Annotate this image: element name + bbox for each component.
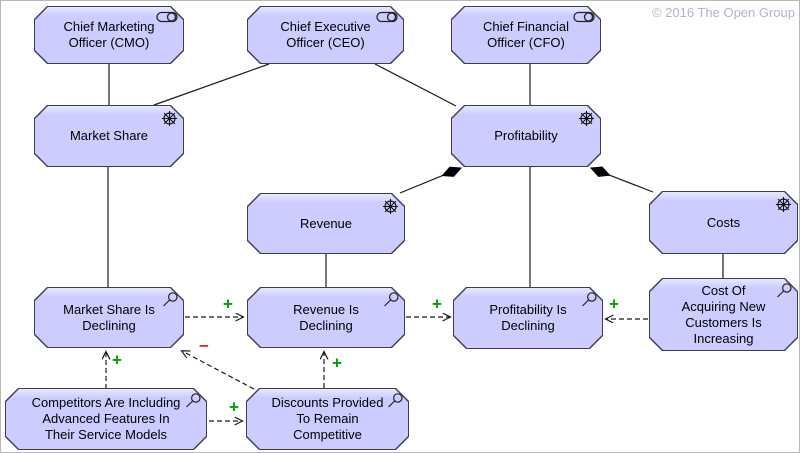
copyright-notice: © 2016 The Open Group <box>651 5 795 20</box>
node-label: Chief Marketing Officer (CMO) <box>63 19 155 50</box>
assessment-magnifier-icon <box>387 393 403 409</box>
influence-sign-disc-to-rd: + <box>332 353 342 373</box>
diamond-costs <box>589 166 611 177</box>
stakeholder-icon <box>376 11 398 23</box>
node-cmo[interactable]: Chief Marketing Officer (CMO) <box>34 6 184 64</box>
node-cost-acquiring-customers[interactable]: Cost Of Acquiring New Customers Is Incre… <box>649 278 798 351</box>
composition-profitability-revenue <box>399 175 443 194</box>
influence-sign-msd-to-rd: + <box>223 294 233 314</box>
influence-sign-cost-to-pd: + <box>609 294 619 314</box>
assessment-magnifier-icon <box>162 292 178 308</box>
node-label: Costs <box>706 214 741 230</box>
node-label: Market Share Is Declining <box>63 301 155 333</box>
stakeholder-icon <box>156 11 178 23</box>
node-label: Competitors Are Including Advanced Featu… <box>31 395 181 442</box>
node-market-share[interactable]: Market Share <box>34 105 184 167</box>
node-label: Chief Executive Officer (CEO) <box>280 19 371 50</box>
assessment-magnifier-icon <box>581 292 597 308</box>
node-profitability[interactable]: Profitability <box>451 105 601 167</box>
influence-sign-comp-to-disc: + <box>229 397 239 417</box>
influence-sign-disc-to-msd: − <box>199 336 209 356</box>
node-label: Market Share <box>69 128 149 143</box>
association-lines <box>107 63 724 287</box>
assessment-magnifier-icon <box>185 393 201 409</box>
diamond-revenue <box>441 166 463 177</box>
node-profitability-declining[interactable]: Profitability Is Declining <box>453 287 603 349</box>
node-label: Profitability Is Declining <box>489 302 567 333</box>
stakeholder-icon <box>573 11 595 23</box>
node-label: Chief Financial Officer (CFO) <box>483 19 569 50</box>
composition-diamonds <box>441 166 611 177</box>
node-label: Discounts Provided To Remain Competitive <box>271 395 384 442</box>
influence-sign-comp-to-msd: + <box>112 350 122 370</box>
node-costs[interactable]: Costs <box>649 191 798 254</box>
driver-icon <box>382 198 399 215</box>
driver-icon <box>775 196 792 213</box>
driver-icon <box>578 110 595 127</box>
node-revenue[interactable]: Revenue <box>247 193 405 254</box>
assessment-magnifier-icon <box>776 283 792 299</box>
node-market-share-declining[interactable]: Market Share Is Declining <box>34 287 184 348</box>
assessment-magnifier-icon <box>383 292 399 308</box>
node-label: Revenue Is Declining <box>293 301 359 333</box>
node-ceo[interactable]: Chief Executive Officer (CEO) <box>247 6 404 64</box>
assoc-ceo-market-share <box>153 63 270 106</box>
influence-sign-rd-to-pd: + <box>432 294 442 314</box>
composition-profitability-costs <box>609 174 654 193</box>
node-label: Cost Of Acquiring New Customers Is Incre… <box>681 282 766 346</box>
node-label: Revenue <box>299 215 353 231</box>
influence-lines <box>106 317 648 421</box>
influence-disc-to-msd <box>182 351 255 390</box>
node-discounts-provided[interactable]: Discounts Provided To Remain Competitive <box>246 388 409 450</box>
node-cfo[interactable]: Chief Financial Officer (CFO) <box>451 6 601 64</box>
node-label: Profitability <box>494 128 558 143</box>
driver-icon <box>161 110 178 127</box>
assoc-ceo-profitability <box>374 63 457 107</box>
node-revenue-declining[interactable]: Revenue Is Declining <box>247 287 405 348</box>
node-competitors-features[interactable]: Competitors Are Including Advanced Featu… <box>5 388 207 450</box>
